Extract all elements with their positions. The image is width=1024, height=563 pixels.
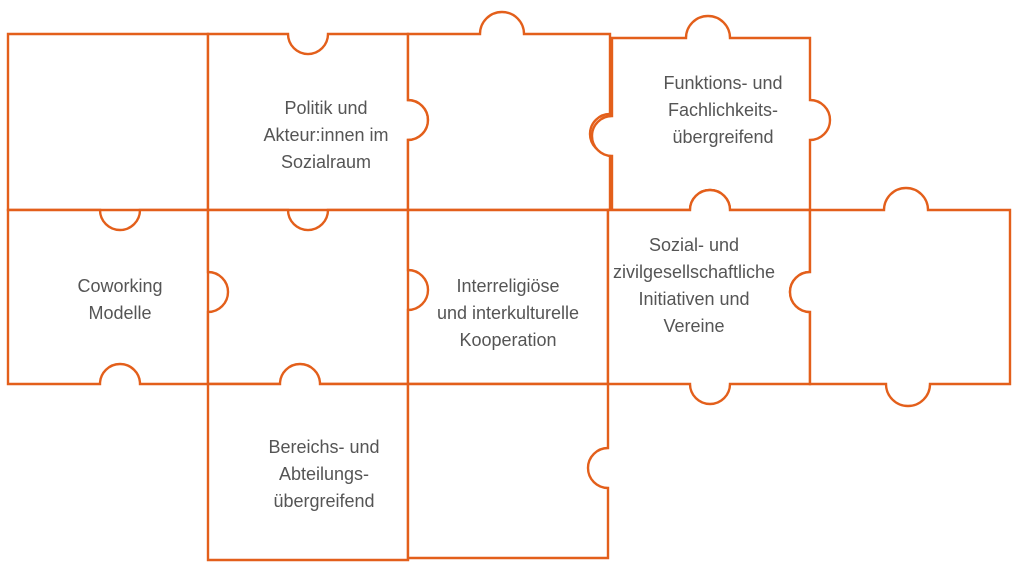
puzzle-piece-bereichs	[206, 362, 410, 562]
puzzle-piece-funktions	[590, 14, 832, 212]
puzzle-piece-r1c3	[406, 10, 612, 212]
puzzle-piece-r1c1	[6, 32, 210, 212]
puzzle-piece-r2c5	[788, 186, 1012, 408]
label-bereichs: Bereichs- und Abteilungs- übergreifend	[268, 437, 380, 511]
puzzle-piece-interreligioes	[406, 208, 610, 386]
label-interreligioes: Interreligiöse und interkulturelle Koope…	[436, 276, 580, 350]
puzzle-piece-r3c3	[406, 382, 610, 560]
label-funktions: Funktions- und Fachlichkeits- übergreife…	[663, 73, 783, 147]
label-sozial: Sozial- und zivilgesellschaftliche Initi…	[612, 235, 776, 336]
label-coworking: Coworking Modelle	[77, 276, 163, 323]
label-politik: Politik und Akteur:innen im Sozialraum	[263, 98, 389, 172]
